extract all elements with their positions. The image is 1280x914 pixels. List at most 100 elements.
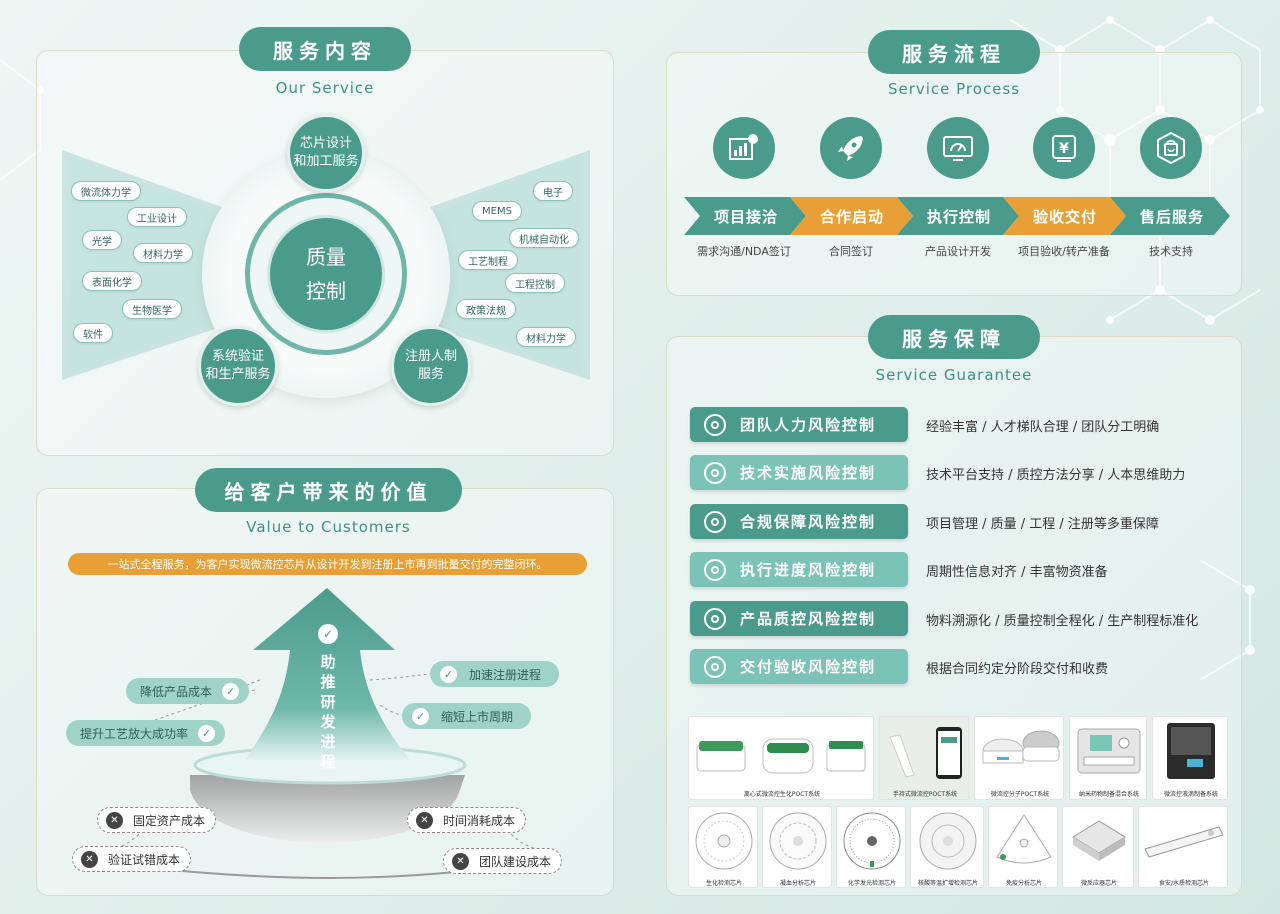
system-validation-circle: 系统验证 和生产服务 bbox=[198, 326, 278, 406]
registration-line-2: 服务 bbox=[417, 367, 444, 382]
process-subtitle: Service Process bbox=[887, 80, 1021, 98]
target-icon bbox=[704, 461, 726, 484]
chip-caption: 食安/水质检测芯片 bbox=[1158, 880, 1210, 887]
tag-electronics: 电子 bbox=[533, 181, 573, 201]
bag-smile-icon bbox=[1140, 117, 1202, 179]
guarantee-label-6: 交付验收风险控制 bbox=[740, 658, 877, 676]
tag-industrial-design: 工业设计 bbox=[127, 207, 187, 227]
benefit-time-to-market-label: 缩短上市周期 bbox=[441, 709, 514, 724]
chip-plate-illustration bbox=[1072, 820, 1126, 861]
yen-tag-icon: ¥ bbox=[1033, 117, 1095, 179]
x-icon: ✕ bbox=[106, 811, 123, 829]
tag-material-mechanics: 材料力学 bbox=[133, 243, 193, 263]
cost-fixed-assets-label: 固定资产成本 bbox=[133, 813, 206, 828]
guarantee-desc-3: 项目管理 / 质量 / 工程 / 注册等多重保障 bbox=[926, 517, 1159, 532]
product-droplet-system: 微流控液滴制备系统 bbox=[1152, 716, 1228, 800]
chip-sector-illustration bbox=[996, 814, 1052, 864]
step-3-label: 执行控制 bbox=[926, 207, 991, 226]
chip-caption: 化学发光检测芯片 bbox=[847, 880, 896, 887]
device-illustration bbox=[696, 738, 866, 774]
arrow-char-4: 发 bbox=[320, 713, 336, 731]
cost-fixed-assets: ✕ 固定资产成本 bbox=[97, 807, 217, 833]
our-service-title: 服务内容 bbox=[239, 27, 411, 71]
chip-design-circle: 芯片设计 和加工服务 bbox=[287, 114, 365, 192]
guarantee-label-5: 产品质控风险控制 bbox=[740, 610, 877, 628]
step-4-label: 验收交付 bbox=[1032, 207, 1097, 226]
benefit-scale-up-label: 提升工艺放大成功率 bbox=[80, 726, 189, 741]
tag-process: 工艺制程 bbox=[458, 250, 518, 270]
chip-disc-illustration bbox=[695, 812, 753, 870]
benefit-scale-up: 提升工艺放大成功率✓ bbox=[66, 720, 226, 746]
chip-disc-illustration bbox=[919, 812, 977, 870]
chip-nucleic-acid: 核酸等温扩增检测芯片 bbox=[910, 806, 984, 888]
product-caption: 微流控分子POCT系统 bbox=[990, 791, 1050, 798]
tag-engineering-control: 工程控制 bbox=[505, 273, 565, 293]
product-caption: 纳米药物制备混合系统 bbox=[1078, 791, 1139, 798]
product-caption: 手持式微流控POCT系统 bbox=[892, 791, 958, 798]
guarantee-desc-6: 根据合同约定分阶段交付和收费 bbox=[926, 662, 1109, 677]
guarantee-label-3: 合规保障风险控制 bbox=[740, 513, 877, 531]
guarantee-label-2: 技术实施风险控制 bbox=[740, 464, 877, 482]
target-icon bbox=[704, 655, 726, 678]
arrow-char-2: 推 bbox=[320, 673, 336, 691]
check-icon: ✓ bbox=[222, 682, 240, 700]
guarantee-row-4: 执行进度风险控制 bbox=[690, 552, 908, 587]
value-banner: 一站式全程服务，为客户实现微流控芯片从设计开发到注册上市再到批量交付的完整闭环。 bbox=[68, 553, 587, 575]
chip-design-line-1: 芯片设计 bbox=[299, 136, 352, 151]
guarantee-desc-1: 经验丰富 / 人才梯队合理 / 团队分工明确 bbox=[926, 420, 1160, 435]
chip-design-line-2: 和加工服务 bbox=[293, 154, 359, 169]
guarantee-label-1: 团队人力风险控制 bbox=[740, 416, 877, 434]
chip-caption: 核酸等温扩增检测芯片 bbox=[917, 880, 978, 887]
tag-biomedicine: 生物医学 bbox=[122, 299, 182, 319]
chip-disc-illustration bbox=[843, 812, 901, 870]
tag-microfluidics: 微流体力学 bbox=[71, 181, 141, 201]
guarantee-row-5: 产品质控风险控制 bbox=[690, 601, 908, 636]
quality-control-core: 质量 控制 bbox=[267, 215, 385, 333]
chip-microreactor: 微反应器芯片 bbox=[1062, 806, 1134, 888]
step-4-desc: 项目验收/转产准备 bbox=[1018, 245, 1110, 258]
value-subtitle: Value to Customers bbox=[246, 518, 411, 536]
chip-caption: 微反应器芯片 bbox=[1080, 880, 1117, 887]
tag-material-mechanics-right: 材料力学 bbox=[516, 327, 576, 347]
cost-time-label: 时间消耗成本 bbox=[443, 813, 516, 828]
step-1-desc: 需求沟通/NDA签订 bbox=[697, 245, 791, 258]
system-validation-line-1: 系统验证 bbox=[211, 349, 264, 364]
tag-regulations: 政策法规 bbox=[456, 299, 516, 319]
our-service-subtitle: Our Service bbox=[275, 79, 375, 97]
guarantee-row-1: 团队人力风险控制 bbox=[690, 407, 908, 442]
chip-biochem: 生化检测芯片 bbox=[688, 806, 758, 888]
guarantee-row-2: 技术实施风险控制 bbox=[690, 455, 908, 490]
tag-optics: 光学 bbox=[82, 230, 122, 250]
step-1-label: 项目接洽 bbox=[713, 207, 778, 226]
step-2-desc: 合同签订 bbox=[829, 245, 873, 258]
rocket-icon bbox=[820, 117, 882, 179]
benefit-registration: ✓加速注册进程 bbox=[430, 661, 560, 687]
guarantee-desc-2: 技术平台支持 / 质控方法分享 / 人本思维助力 bbox=[926, 468, 1186, 483]
product-molecular-poct: 微流控分子POCT系统 bbox=[974, 716, 1064, 800]
target-icon bbox=[704, 413, 726, 436]
registration-line-1: 注册人制 bbox=[404, 349, 457, 364]
tag-surface-chemistry: 表面化学 bbox=[82, 271, 142, 291]
target-icon bbox=[704, 558, 726, 581]
guarantee-label-4: 执行进度风险控制 bbox=[740, 561, 877, 579]
benefit-registration-label: 加速注册进程 bbox=[469, 667, 542, 682]
guarantee-row-6: 交付验收风险控制 bbox=[690, 649, 908, 684]
arrow-check-icon: ✓ bbox=[318, 624, 338, 644]
arrow-char-1: 助 bbox=[320, 653, 336, 671]
arrow-text: 助 推 研 发 进 程 bbox=[316, 652, 340, 772]
guarantee-title: 服务保障 bbox=[868, 315, 1040, 359]
core-line-1: 质量 bbox=[306, 245, 346, 269]
step-5-desc: 技术支持 bbox=[1149, 245, 1193, 258]
guarantee-desc-4: 周期性信息对齐 / 丰富物资准备 bbox=[926, 565, 1108, 580]
chip-food-water: 食安/水质检测芯片 bbox=[1138, 806, 1228, 888]
cost-trial-error-label: 验证试错成本 bbox=[108, 852, 181, 867]
guarantee-desc-5: 物料溯源化 / 质量控制全程化 / 生产制程标准化 bbox=[926, 614, 1199, 629]
check-icon: ✓ bbox=[412, 707, 429, 725]
tag-software: 软件 bbox=[73, 323, 113, 343]
arrow-char-3: 研 bbox=[320, 693, 336, 711]
core-line-2: 控制 bbox=[306, 279, 346, 303]
device-illustration bbox=[982, 730, 1060, 764]
chip-caption: 生化检测芯片 bbox=[705, 880, 742, 887]
x-icon: ✕ bbox=[81, 850, 98, 868]
tag-mechanical-automation: 机械自动化 bbox=[509, 228, 579, 248]
